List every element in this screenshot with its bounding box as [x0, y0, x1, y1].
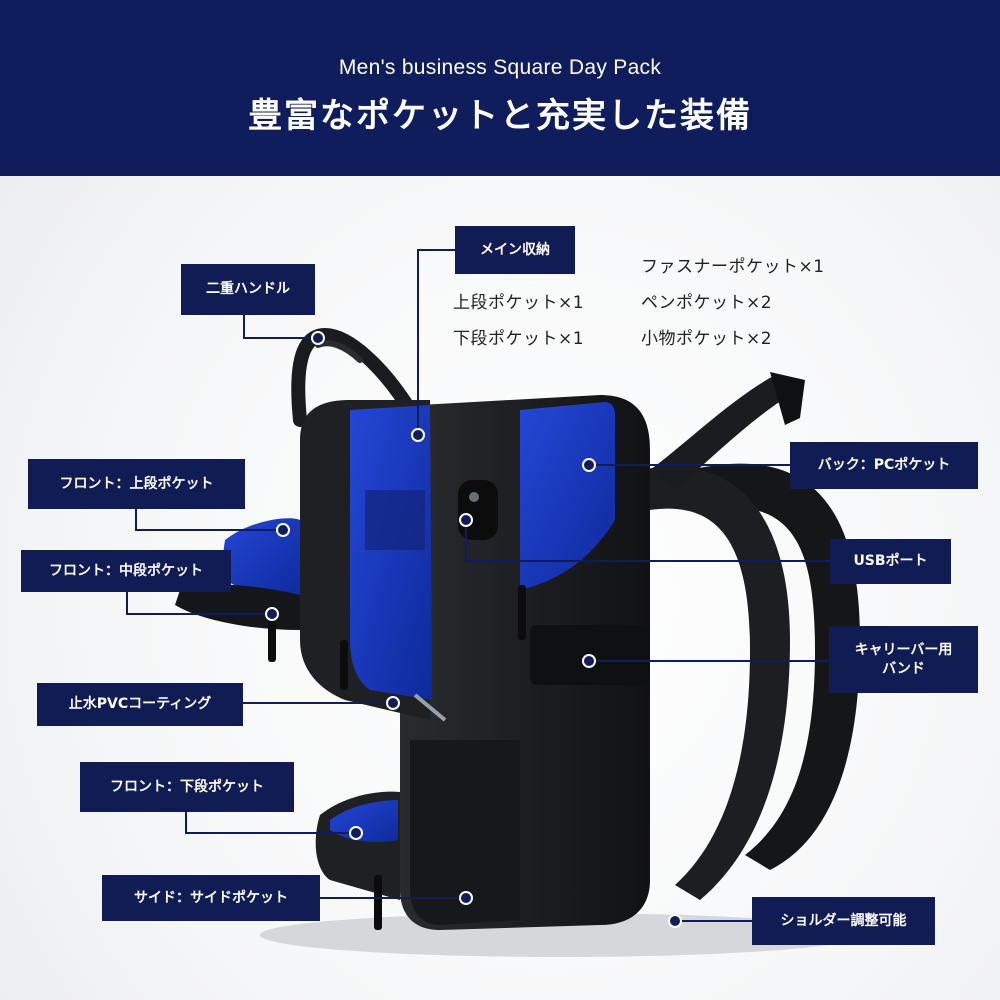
label-back-pc-pocket: バック：PCポケット: [790, 442, 978, 489]
callout-dot: [265, 607, 279, 621]
strap-buckle: [770, 372, 805, 425]
zipper-slider: [413, 693, 447, 722]
callout-dot: [349, 826, 363, 840]
spec-small-pocket: 小物ポケット×2: [641, 329, 773, 349]
zipper-pull: [340, 640, 348, 690]
shoulder-strap-right: [690, 463, 860, 870]
header-banner: Men's business Square Day Pack 豊富なポケットと充…: [0, 0, 1000, 176]
label-side-pocket: サイド：サイドポケット: [102, 875, 320, 921]
leader-usb: [465, 520, 830, 562]
label-front-middle-pocket: フロント：中段ポケット: [21, 550, 231, 592]
label-usb-port: USBポート: [830, 539, 951, 584]
callout-dot: [276, 523, 290, 537]
side-pocket: [410, 740, 520, 925]
front-upper-pocket-lining: [220, 518, 300, 600]
label-carry-bar-band: キャリーバー用 バンド: [829, 626, 978, 693]
zipper-pull: [268, 612, 276, 662]
zipper-pull: [518, 585, 526, 640]
leader-front-middle: [126, 590, 272, 615]
callout-dot: [582, 654, 596, 668]
spec-upper-pocket: 上段ポケット×1: [453, 293, 585, 313]
top-handle: [291, 327, 417, 427]
zipper-pull: [374, 875, 382, 930]
label-shoulder-adjustable: ショルダー調整可能: [752, 897, 935, 945]
shoulder-strap-left: [640, 466, 790, 900]
backpack-illustration: [126, 249, 860, 957]
spec-zipper-pocket: ファスナーポケット×1: [641, 257, 825, 277]
callout-dot: [459, 513, 473, 527]
callout-dot: [411, 428, 425, 442]
leader-front-lower: [185, 810, 356, 834]
callout-dot: [311, 331, 325, 345]
product-subtitle: Men's business Square Day Pack: [338, 56, 662, 79]
usb-icon: [469, 492, 479, 502]
main-compartment-lining: [350, 405, 432, 700]
label-carry-bar-band-line1: キャリーバー用: [854, 641, 953, 658]
label-front-lower-pocket: フロント：下段ポケット: [80, 762, 294, 812]
product-title: 豊富なポケットと充実した装備: [248, 96, 752, 136]
leader-main-storage: [417, 249, 455, 435]
label-carry-bar-band-line2: バンド: [882, 660, 925, 677]
pc-pocket-lining: [520, 402, 615, 590]
strap-top: [650, 375, 790, 490]
inner-organizer-pocket: [365, 490, 425, 550]
label-main-storage: メイン収納: [455, 226, 575, 274]
callout-dot: [459, 891, 473, 905]
callout-dot: [582, 458, 596, 472]
spec-pen-pocket: ペンポケット×2: [641, 293, 773, 313]
label-double-handle: 二重ハンドル: [181, 264, 315, 315]
label-front-upper-pocket: フロント：上段ポケット: [28, 459, 245, 509]
front-lower-pocket-lining: [330, 800, 398, 842]
spec-lower-pocket: 下段ポケット×1: [453, 329, 585, 349]
usb-port-housing: [458, 480, 498, 540]
floor-shadow: [260, 913, 860, 957]
callout-dot: [668, 914, 682, 928]
callout-dot: [386, 696, 400, 710]
label-waterproof-coating: 止水PVCコーティング: [37, 683, 243, 726]
